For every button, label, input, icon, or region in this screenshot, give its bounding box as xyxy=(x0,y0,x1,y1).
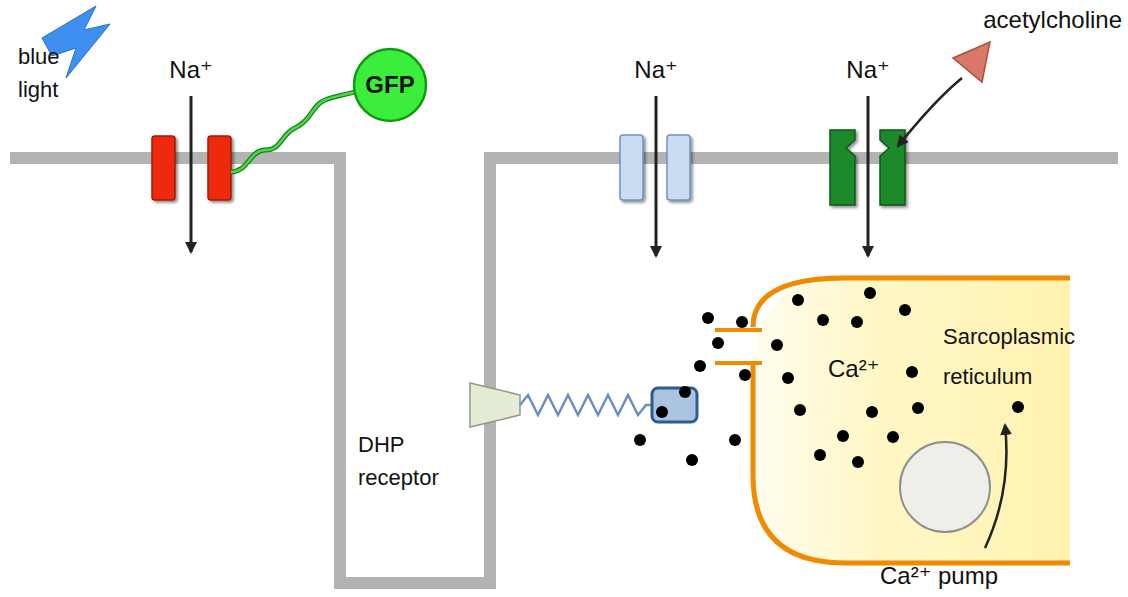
membrane xyxy=(10,158,1118,583)
dhp-receptor xyxy=(470,383,520,427)
ion-label: Na⁺ xyxy=(634,56,677,84)
sodium-arrow xyxy=(655,96,658,256)
spring xyxy=(520,395,652,415)
gfp-linker xyxy=(231,92,354,172)
acetylcholine-molecule xyxy=(953,42,990,82)
ligand-label: acetylcholine xyxy=(983,6,1122,34)
sarcoplasmic-reticulum: Ca²⁺Sarcoplasmic reticulum xyxy=(750,275,1080,567)
reticulum-outline xyxy=(750,275,1080,567)
gfp-circle: GFP xyxy=(352,47,428,123)
ion-label: Ca²⁺ xyxy=(828,355,908,383)
ion-label: Na⁺ xyxy=(846,56,889,84)
node-label: GFP xyxy=(365,71,414,99)
stimulus-label: blue light xyxy=(18,40,80,106)
organelle-label: Sarcoplasmic reticulum xyxy=(943,317,1115,396)
pump-label: Ca²⁺ pump xyxy=(880,562,998,590)
sodium-arrow xyxy=(867,96,870,256)
gfp-linker xyxy=(231,92,354,172)
sodium-arrow xyxy=(190,96,193,252)
binding-arrow xyxy=(898,78,962,146)
receptor-label: DHP receptor xyxy=(358,428,462,494)
ion-label: Na⁺ xyxy=(169,56,212,84)
